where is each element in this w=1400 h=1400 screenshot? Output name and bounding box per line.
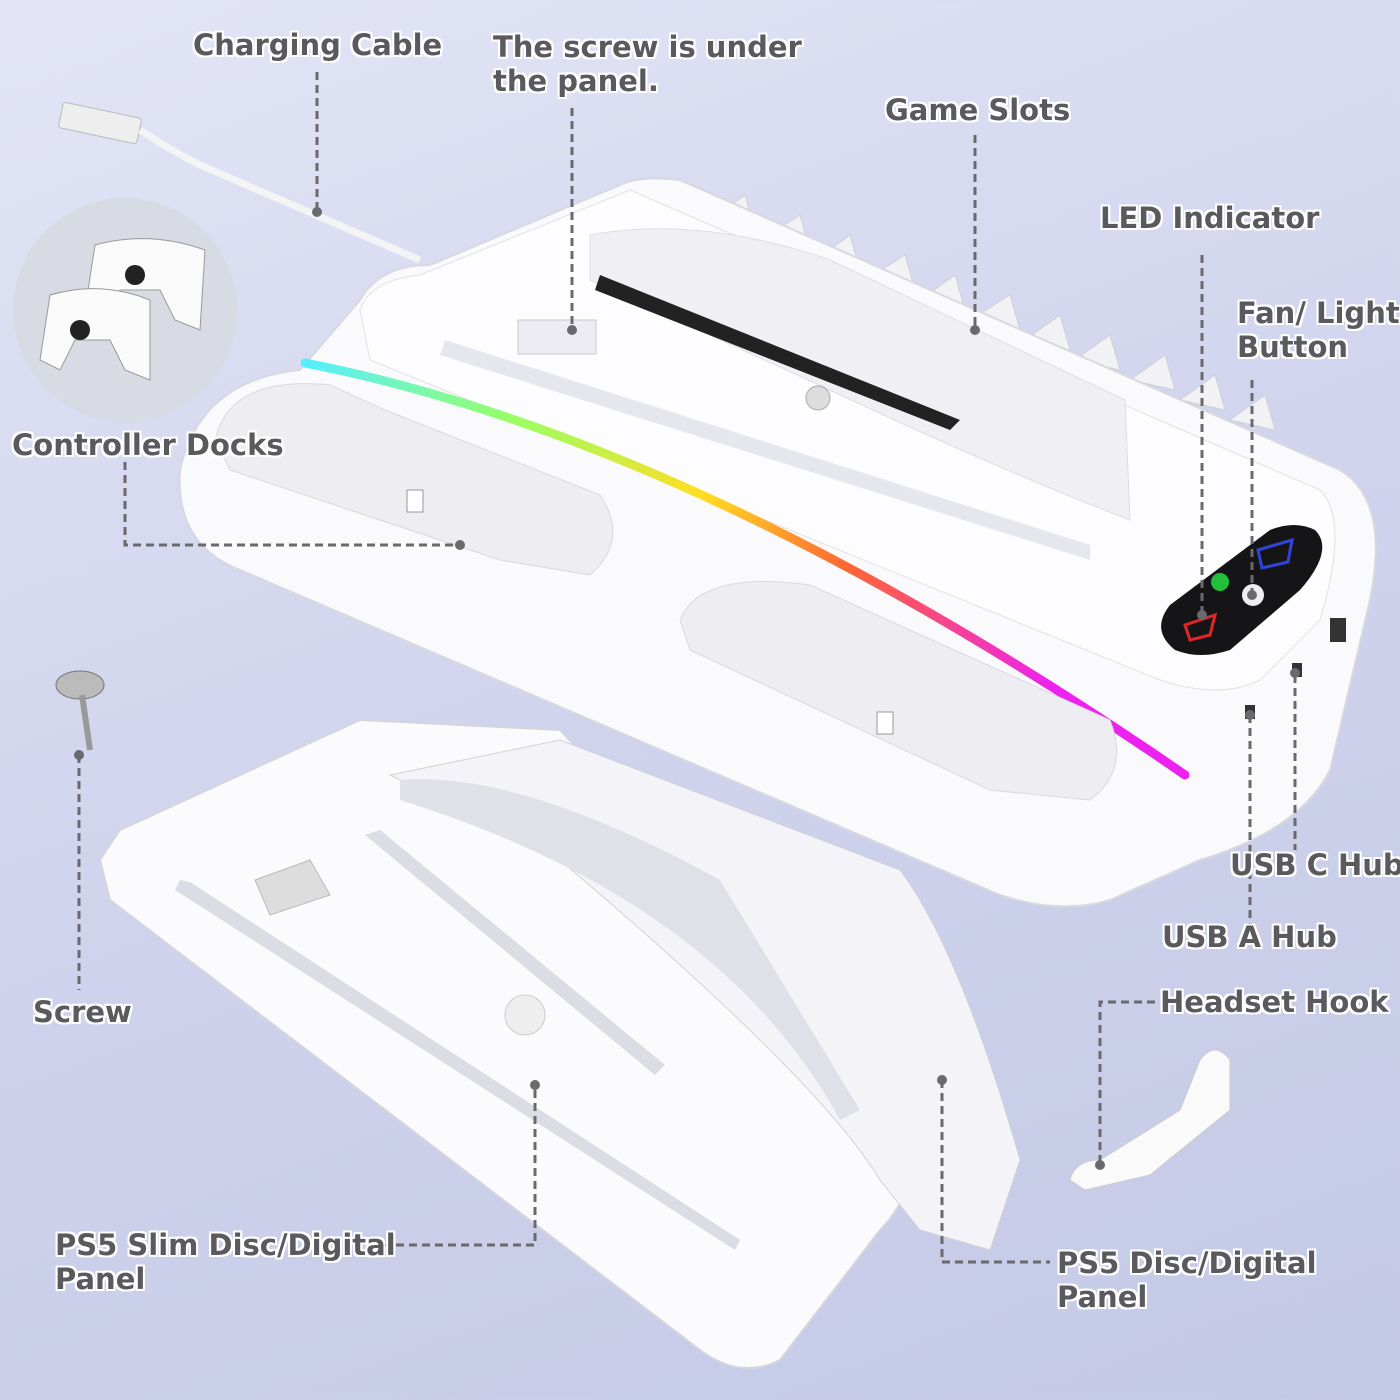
label-ps5-slim-panel: PS5 Slim Disc/Digital Panel bbox=[55, 1228, 396, 1296]
ps5-slim-panel bbox=[98, 718, 913, 1369]
leader-dots bbox=[74, 207, 1300, 1170]
label-headset-hook: Headset Hook bbox=[1160, 985, 1389, 1019]
label-usb-c-hub: USB C Hub bbox=[1230, 848, 1400, 882]
label-line: Fan/ Light bbox=[1237, 296, 1400, 330]
label-usb-a-hub: USB A Hub bbox=[1162, 920, 1337, 954]
label-line: Panel bbox=[1057, 1280, 1148, 1314]
label-line: PS5 Slim Disc/Digital bbox=[55, 1228, 396, 1262]
label-screw-under-panel: The screw is under the panel. bbox=[493, 30, 802, 98]
charging-cable bbox=[58, 102, 422, 264]
label-line: Button bbox=[1237, 330, 1349, 364]
label-controller-docks: Controller Docks bbox=[12, 428, 284, 462]
label-game-slots: Game Slots bbox=[885, 93, 1071, 127]
label-screw: Screw bbox=[33, 995, 132, 1029]
fan-icon bbox=[1211, 573, 1229, 591]
controllers-thumbnail bbox=[13, 198, 237, 422]
usb-a-port bbox=[1330, 618, 1346, 642]
label-line: The screw is under bbox=[493, 30, 802, 64]
ps5-panel bbox=[388, 739, 1021, 1251]
label-line: Panel bbox=[55, 1262, 146, 1296]
charging-dock bbox=[178, 177, 1377, 908]
label-ps5-panel: PS5 Disc/Digital Panel bbox=[1057, 1246, 1317, 1314]
label-charging-cable: Charging Cable bbox=[193, 28, 443, 62]
screw bbox=[55, 670, 105, 751]
label-led-indicator: LED Indicator bbox=[1100, 201, 1320, 235]
label-line: the panel. bbox=[493, 64, 659, 98]
headset-hook bbox=[1069, 1049, 1231, 1191]
leader-lines bbox=[77, 72, 1297, 1264]
label-line: PS5 Disc/Digital bbox=[1057, 1246, 1317, 1280]
blue-controller-icon bbox=[1256, 537, 1294, 570]
label-fan-light-button: Fan/ Light Button bbox=[1237, 296, 1400, 364]
